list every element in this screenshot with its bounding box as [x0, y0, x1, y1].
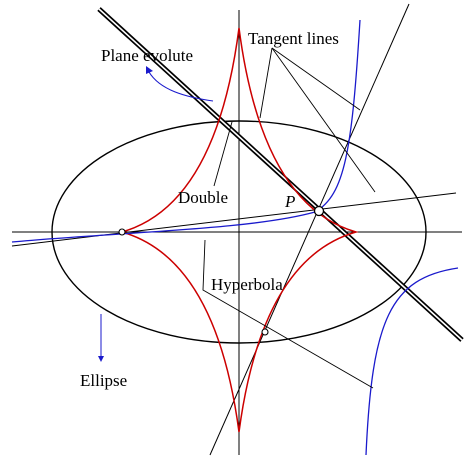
tangent-lines-label: Tangent lines — [248, 29, 339, 48]
tangent-leader-2 — [271, 47, 361, 111]
tangent-leader-3 — [271, 47, 376, 193]
tangent-line-steep — [209, 3, 410, 456]
lower-intersection-point — [261, 328, 269, 336]
double-tangent-line — [97, 7, 464, 342]
tangent-line-shallow — [11, 192, 457, 247]
double-label: Double — [178, 188, 228, 207]
ellipse-label: Ellipse — [80, 371, 127, 390]
plane-evolute-label: Plane evolute — [101, 46, 193, 65]
hyperbola-leader — [202, 239, 374, 389]
point-p-label: P — [284, 192, 295, 211]
hyperbola-label: Hyperbola — [211, 275, 283, 294]
evolute-cusp-point — [118, 228, 126, 236]
hyperbola-branch-upper — [11, 19, 361, 243]
tangent-leader-1 — [259, 47, 273, 119]
double-leader — [213, 121, 233, 187]
evolute-curve — [119, 27, 359, 433]
hyperbola-branch-lower — [365, 267, 459, 456]
ellipse-curve — [51, 120, 427, 344]
point-p-marker — [313, 205, 325, 217]
ellipse-arrowhead — [98, 356, 104, 362]
plane-evolute-pointer — [148, 71, 214, 102]
plane-evolute-arrowhead — [146, 66, 153, 74]
